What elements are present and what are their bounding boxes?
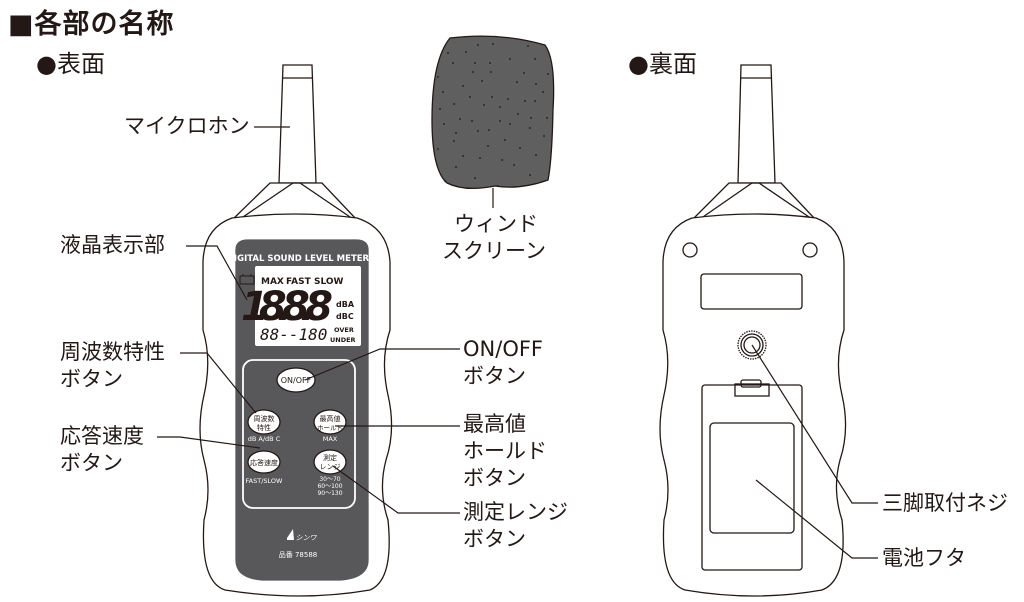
freq-caption: dB A/dB C	[248, 435, 281, 443]
label-freq-button-line2: ボタン	[60, 367, 123, 391]
lcd-unit-dba: dBA	[336, 300, 355, 309]
brand-logo-icon	[287, 529, 294, 540]
battery-cover-icon	[701, 379, 803, 571]
lcd-display: DIGITAL SOUND LEVEL METER MAX FAST SLOW …	[227, 254, 370, 344]
range-caption-1: 30～70	[319, 476, 340, 483]
brand-name: シンワ	[296, 534, 318, 542]
leader-lines	[157, 126, 878, 559]
microphone-icon	[278, 64, 317, 184]
lcd-status-under: UNDER	[330, 336, 356, 344]
front-heading: ●表面	[36, 50, 105, 78]
maxhold-button-line1[interactable]: 最高値	[320, 414, 341, 423]
freq-button-line1[interactable]: 周波数	[254, 414, 275, 423]
label-maxhold-button-line3: ボタン	[463, 466, 526, 490]
lcd-indicator-fast: FAST	[286, 277, 312, 287]
page-title: ■各部の名称	[8, 9, 175, 40]
back-device	[659, 64, 847, 597]
label-onoff-button-line1: ON/OFF	[463, 337, 544, 361]
response-button[interactable]: 応答速度	[250, 458, 278, 467]
response-caption: FAST/SLOW	[246, 477, 284, 485]
range-button-line2[interactable]: レンジ	[320, 463, 341, 471]
lcd-indicator-slow: SLOW	[314, 277, 344, 287]
screw-hole-left-icon	[682, 242, 698, 258]
maxhold-button-line2[interactable]: ホールド	[317, 424, 343, 432]
label-range-button-line2: ボタン	[463, 527, 526, 551]
lcd-status-over: OVER	[334, 326, 354, 334]
label-freq-button-line1: 周波数特性	[60, 340, 165, 364]
screw-hole-right-icon	[802, 242, 818, 258]
label-battery-cover: 電池フタ	[882, 546, 966, 570]
label-response-button-line2: ボタン	[60, 451, 123, 475]
label-response-button-line1: 応答速度	[60, 424, 144, 448]
label-onoff-button-line2: ボタン	[463, 364, 526, 388]
lcd-indicator-max: MAX	[261, 277, 284, 287]
label-maxhold-button-line2: ホールド	[463, 439, 547, 463]
label-maxhold-button-line1: 最高値	[463, 412, 526, 436]
range-button-line1[interactable]: 測定	[323, 453, 337, 462]
lcd-unit-dbc: dBC	[336, 312, 354, 321]
windscreen-icon	[431, 35, 555, 190]
range-caption-3: 90～130	[317, 490, 342, 497]
maxhold-caption: MAX	[323, 435, 338, 443]
battery-icon	[239, 274, 255, 285]
panel-title: DIGITAL SOUND LEVEL METER	[227, 254, 370, 264]
label-windscreen-line1: ウィンド	[454, 212, 538, 236]
model-number: 品番 78588	[279, 551, 318, 559]
freq-button-line2[interactable]: 特性	[257, 423, 271, 432]
label-lcd: 液晶表示部	[60, 233, 165, 257]
onoff-button[interactable]: ON/OFF	[281, 376, 312, 385]
range-caption-2: 60～100	[317, 483, 342, 490]
button-labels: ON/OFF 周波数 特性 dB A/dB C 最高値 ホールド MAX 応答速…	[246, 376, 343, 559]
label-tripod-screw: 三脚取付ネジ	[882, 491, 1008, 515]
back-heading: ●裏面	[628, 50, 697, 78]
tripod-screw-icon	[737, 330, 767, 360]
lcd-sub-digits: 88--180	[260, 325, 327, 344]
label-microphone: マイクロホン	[124, 114, 250, 138]
lcd-main-digits: 18.8.8	[241, 284, 333, 330]
back-body-outline	[659, 213, 847, 597]
label-windscreen-line2: スクリーン	[442, 239, 546, 263]
label-range-button-line1: 測定レンジ	[463, 500, 568, 524]
front-device	[199, 64, 393, 597]
